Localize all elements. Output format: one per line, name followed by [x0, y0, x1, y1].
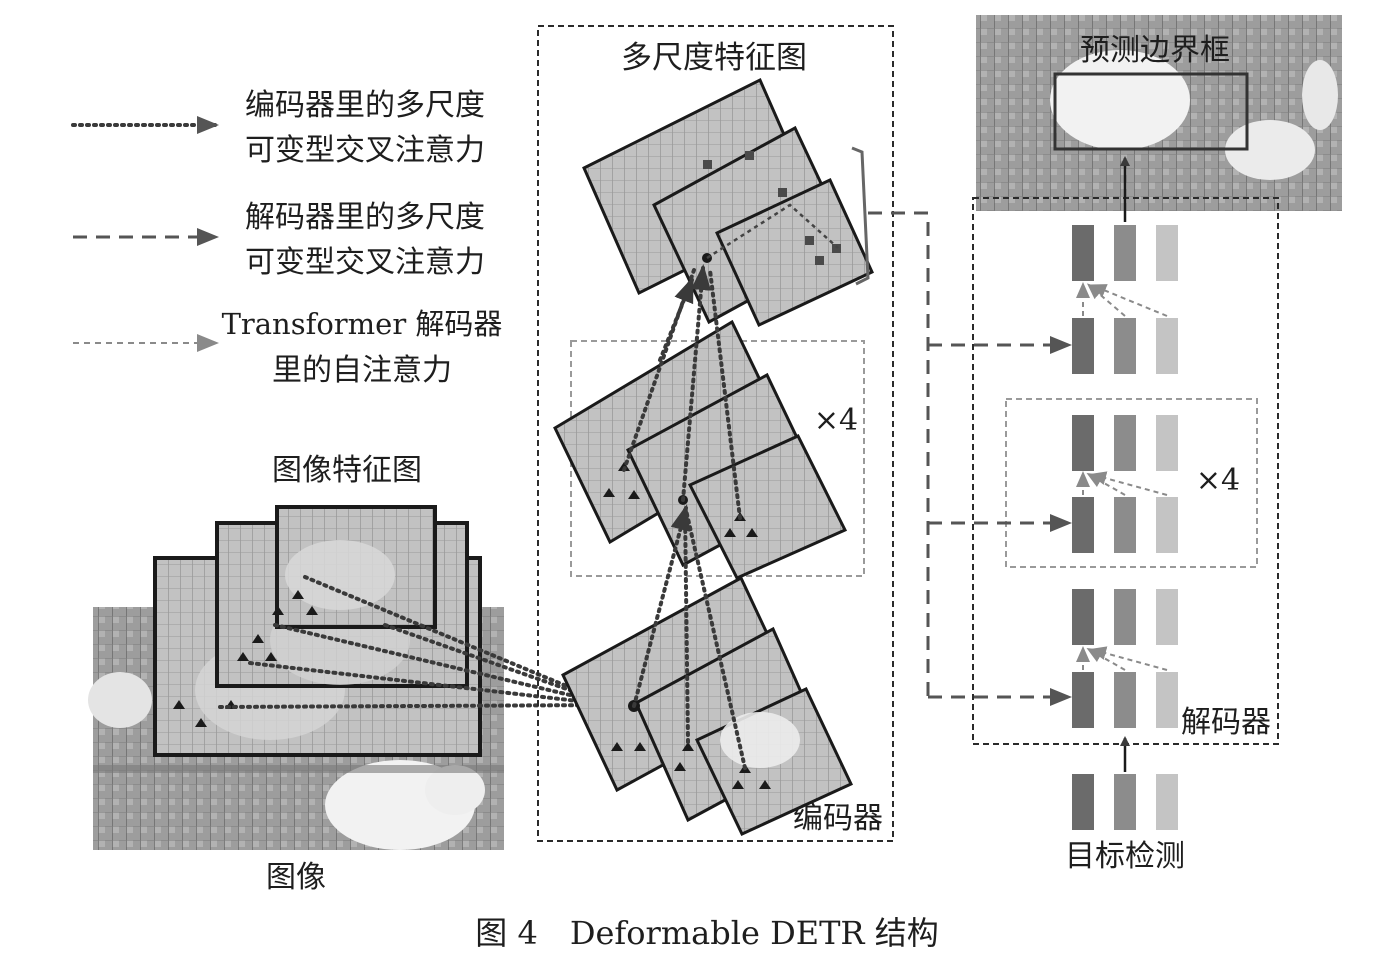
encoder-repeat-box: [570, 340, 865, 577]
decoder-label: 解码器: [1181, 705, 1271, 740]
sample-point: [732, 780, 744, 789]
image-label: 图像: [266, 860, 326, 895]
predicted-box-label: 预测边界框: [1080, 33, 1230, 68]
encoder-repeat-label: ×4: [814, 403, 858, 438]
sample-point: [634, 742, 646, 751]
decoder-repeat-box: [1005, 398, 1258, 568]
legend-decoder-line1: 解码器里的多尺度: [245, 200, 485, 235]
sample-point: [778, 188, 787, 197]
legend-self-attention-line1: Transformer 解码器: [222, 307, 503, 341]
sample-point: [628, 490, 640, 499]
legend-encoder-line2: 可变型交叉注意力: [245, 133, 485, 168]
encoder-internal-attention: [622, 264, 747, 770]
sample-point: [611, 742, 623, 751]
image-to-encoder-attention: [218, 575, 616, 716]
encoder-label: 编码器: [793, 801, 883, 836]
sample-point: [173, 700, 185, 709]
image-feature-maps: [153, 505, 482, 757]
decoder-cross-attention: [868, 211, 1072, 706]
token-row-1a: [1072, 589, 1178, 645]
legend-encoder-line1: 编码器里的多尺度: [245, 88, 485, 123]
feature-map-stack-middle: [553, 319, 848, 580]
sample-point: [272, 606, 284, 615]
sample-point: [306, 606, 318, 615]
sample-point: [265, 652, 277, 661]
sample-point: [252, 634, 264, 643]
sample-point: [759, 780, 771, 789]
sample-point: [746, 528, 758, 537]
predicted-bounding-box: [1053, 72, 1249, 151]
figure-caption: 图 4 Deformable DETR 结构: [475, 914, 938, 952]
decoder-self-attention: [1076, 282, 1168, 671]
predicted-box-image: 预测边界框: [976, 15, 1342, 211]
sample-point: [832, 244, 841, 253]
token-row-2a: [1072, 415, 1178, 471]
decoder-repeat-label: ×4: [1196, 463, 1240, 498]
token-row-1b: [1072, 672, 1178, 728]
sample-point: [682, 742, 694, 751]
sample-point: [674, 762, 686, 771]
sample-point: [703, 160, 712, 169]
object-detection-label: 目标检测: [1065, 839, 1185, 874]
token-row-3a: [1072, 225, 1178, 281]
token-row-3b: [1072, 318, 1178, 374]
sample-point: [292, 590, 304, 599]
sample-point: [815, 256, 824, 265]
sample-point: [805, 236, 814, 245]
sample-point: [237, 652, 249, 661]
legend-decoder-line2: 可变型交叉注意力: [245, 245, 485, 280]
legend: 编码器里的多尺度 可变型交叉注意力 解码器里的多尺度 可变型交叉注意力 Tran…: [71, 88, 503, 388]
sample-point: [724, 528, 736, 537]
multi-scale-feature-map-label: 多尺度特征图: [621, 40, 807, 76]
decoder-tokens: [1072, 225, 1178, 830]
sample-point: [745, 151, 754, 160]
token-row-object-queries: [1072, 774, 1178, 830]
image-feature-map-label: 图像特征图: [272, 453, 422, 488]
feature-map-stack-bottom: [561, 575, 854, 836]
encoder-box: [537, 25, 894, 842]
legend-self-attention-line2: 里的自注意力: [272, 353, 452, 388]
token-row-2b: [1072, 497, 1178, 553]
feature-map-stack-top: [582, 77, 874, 328]
sample-point: [195, 718, 207, 727]
sample-point: [603, 488, 615, 497]
